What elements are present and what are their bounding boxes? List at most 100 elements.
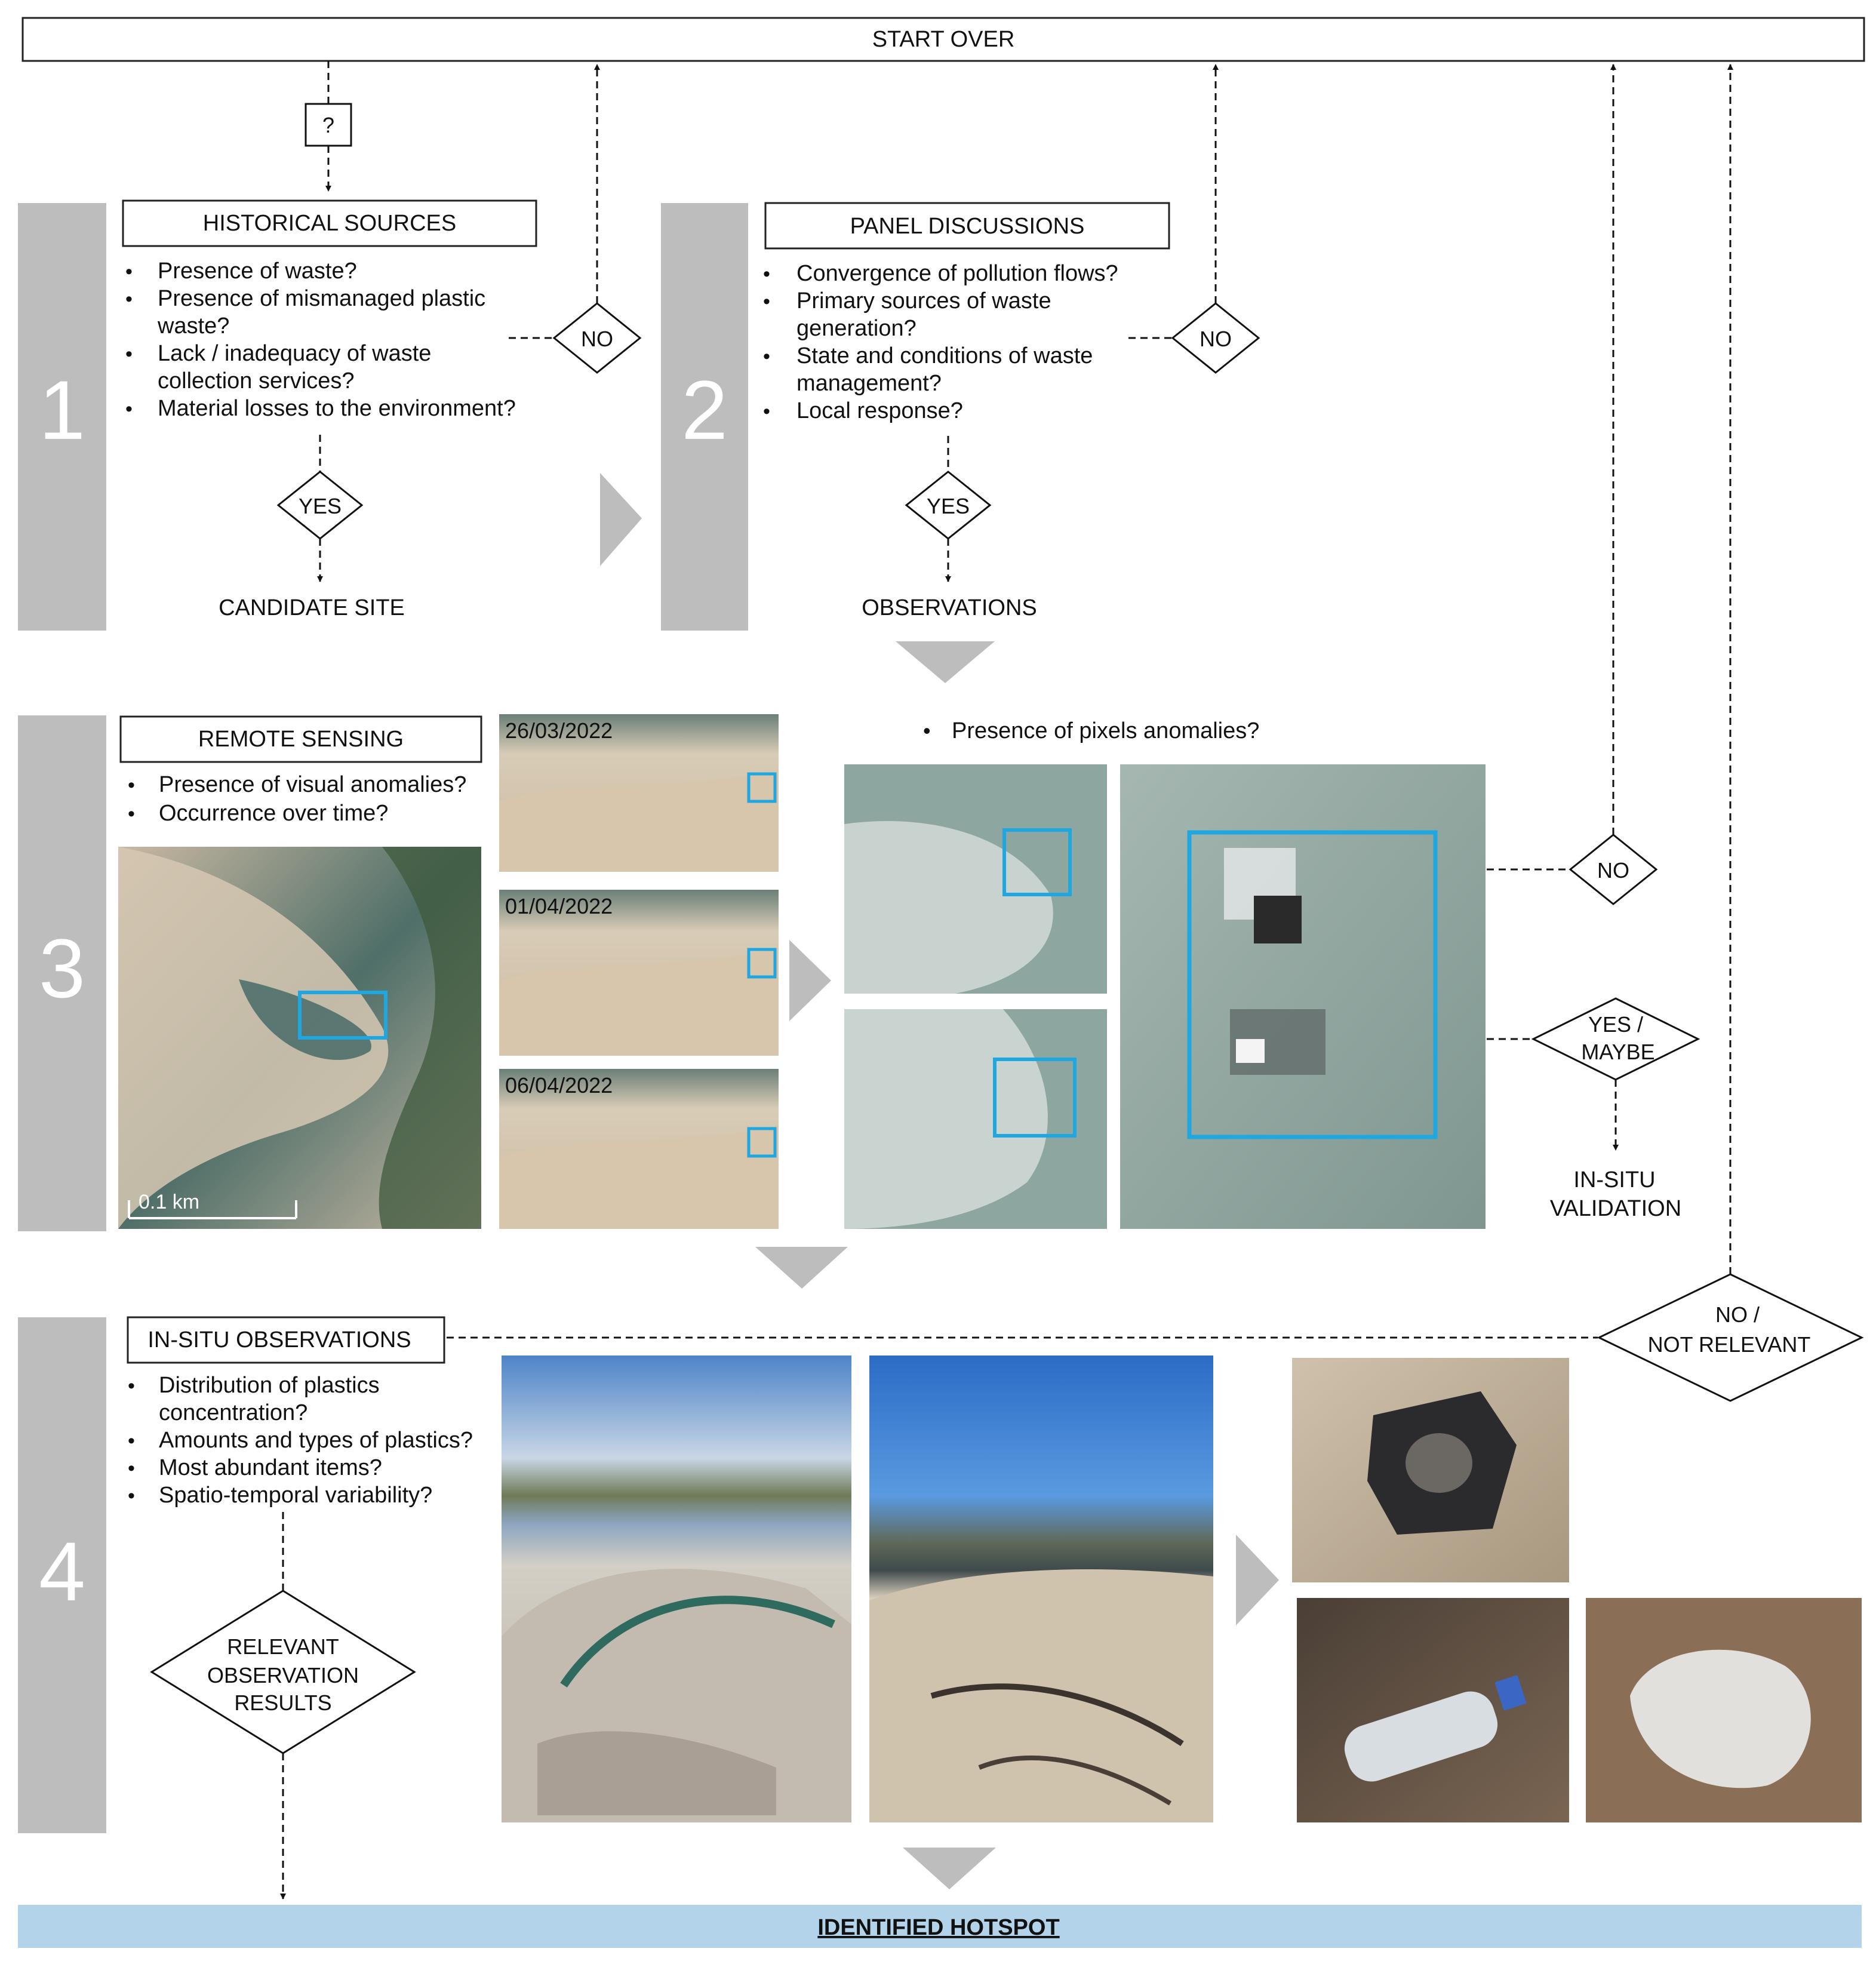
pixel-zoom-image [1120,764,1486,1229]
step-1-question-text: Material losses to the environment? [158,396,516,421]
step-3-pixel-bullet: • [923,718,931,743]
zoom-crop-top [844,764,1107,994]
step-4-question-bullet: • [128,1484,135,1507]
step-2-number-bar: 2 [661,203,748,631]
step-2-question-text: generation? [796,316,917,341]
step-3-no-label: NO [1597,858,1629,883]
step-3-question-bullet: • [128,803,135,825]
step-2-question-bullet: • [763,345,770,368]
flow-arrow-2-to-3 [896,641,995,683]
step-4-title: IN-SITU OBSERVATIONS [147,1327,411,1353]
step-2-title: PANEL DISCUSSIONS [850,214,1085,239]
plastic-item-photo-2 [1297,1598,1569,1822]
step-1-question-text: Lack / inadequacy of waste [158,341,431,366]
step-2-no-label: NO [1200,327,1232,351]
step-3-question-text: Presence of visual anomalies? [159,772,466,797]
thumbnail-date: 01/04/2022 [505,894,613,918]
step-3-outcome-line-2: VALIDATION [1550,1196,1681,1221]
step-3-outcome-line-1: IN-SITU [1573,1167,1655,1192]
step-4-question-text: Distribution of plastics [159,1373,380,1398]
step-3-pixel-question: Presence of pixels anomalies? [952,718,1259,743]
step-2-panel-discussions: PANEL DISCUSSIONS • Convergence of pollut… [763,64,1260,620]
step-2-question-bullet: • [763,290,770,313]
step-4-question-bullet: • [128,1457,135,1480]
thumbnail-highlight-box [747,948,777,979]
step-3-remote-sensing: REMOTE SENSING • Presence of visual anoma… [118,64,1700,1229]
step-4-question-text: Spatio-temporal variability? [159,1483,432,1508]
relevant-label-line-2: OBSERVATION [207,1663,359,1688]
flow-arrow-1-to-2 [600,473,642,566]
time-series-thumbnail: 01/04/2022 [499,890,779,1056]
flow-arrow-4-items [1236,1535,1279,1625]
step-1-question-bullet: • [125,288,133,311]
step-2-question-text: State and conditions of waste [796,343,1093,368]
step-4-number: 4 [39,1524,85,1618]
start-over-box: START OVER [21,17,1865,62]
not-relevant-line-2: NOT RELEVANT [1648,1332,1811,1357]
time-series-thumbnail: 26/03/2022 [499,714,779,872]
step-1-number: 1 [39,363,85,457]
aerial-highlight-box [298,991,387,1040]
step-1-question-bullet: • [125,260,133,283]
step-1-number-bar: 1 [18,203,106,631]
step-4-question-bullet: • [128,1375,135,1397]
time-series-images: 26/03/2022 01/04/2022 06/04/2022 [499,714,779,1229]
step-3-question-list: • Presence of visual anomalies? • Occurrenc… [128,772,466,826]
identified-hotspot-bar: IDENTIFIED HOTSPOT [18,1905,1862,1948]
zoom-highlight-top [1002,828,1072,896]
step-1-no-label: NO [581,327,613,351]
step-1-question-bullet: • [125,398,133,420]
plastic-item-photo-1 [1292,1358,1569,1582]
step-2-question-text: management? [796,371,942,396]
scale-label: 0.1 km [139,1191,199,1213]
step-4-question-text: Most abundant items? [159,1455,382,1480]
step-4-in-situ-observations: IN-SITU OBSERVATIONS • Distribution of pl… [127,64,1864,1899]
relevant-label-line-3: RESULTS [234,1690,331,1715]
unknown-entry: ? [305,61,352,192]
not-relevant-line-1: NO / [1715,1302,1760,1327]
field-photo-2 [869,1356,1213,1822]
step-1-historical-sources: HISTORICAL SOURCES • Presence of waste? • P… [122,64,642,620]
step-4-number-bar: 4 [18,1317,106,1833]
step-3-number: 3 [39,921,85,1015]
identified-hotspot-label: IDENTIFIED HOTSPOT [817,1915,1059,1940]
step-4-question-bullet: • [128,1430,135,1452]
step-2-question-text: Primary sources of waste [796,288,1051,313]
step-1-question-text: Presence of waste? [158,259,357,284]
thumbnail-date: 26/03/2022 [505,718,613,743]
step-2-question-text: Local response? [796,398,963,423]
start-over-label: START OVER [872,27,1015,52]
step-2-question-bullet: • [763,263,770,285]
step-1-question-list: • Presence of waste? • Presence of mismanag… [125,259,516,421]
thumbnail-highlight-box [747,1127,777,1158]
step-3-title: REMOTE SENSING [198,727,404,752]
step-1-yes-label: YES [299,494,342,518]
relevant-label-line-1: RELEVANT [227,1634,339,1659]
zoom-crop-bottom [844,1009,1107,1229]
step-1-question-text: Presence of mismanaged plastic [158,286,485,311]
zoom-highlight-bottom [993,1058,1077,1138]
step-2-number: 2 [681,363,728,457]
step-4-question-text: concentration? [159,1400,307,1425]
flow-arrow-to-hotspot [903,1848,996,1889]
thumbnail-highlight-box [747,772,777,803]
step-3-yes-maybe-line-1: YES / [1588,1012,1643,1037]
step-2-outcome: OBSERVATIONS [862,595,1037,620]
pixel-highlight-box [1187,830,1438,1139]
step-4-question-text: Amounts and types of plastics? [159,1428,473,1453]
step-1-question-text: collection services? [158,368,354,394]
step-3-yes-maybe-line-2: MAYBE [1581,1040,1654,1064]
step-3-question-bullet: • [128,774,135,797]
step-2-question-text: Convergence of pollution flows? [796,261,1118,286]
time-series-thumbnail: 06/04/2022 [499,1069,779,1229]
thumbnail-date: 06/04/2022 [505,1073,613,1098]
step-1-question-bullet: • [125,343,133,365]
flow-arrow-3-pixels [789,940,831,1021]
step-1-title: HISTORICAL SOURCES [203,211,456,236]
step-3-question-text: Occurrence over time? [159,801,388,826]
plastic-item-photo-3 [1586,1598,1862,1822]
step-1-question-text: waste? [157,313,229,339]
step-2-question-bullet: • [763,400,770,423]
